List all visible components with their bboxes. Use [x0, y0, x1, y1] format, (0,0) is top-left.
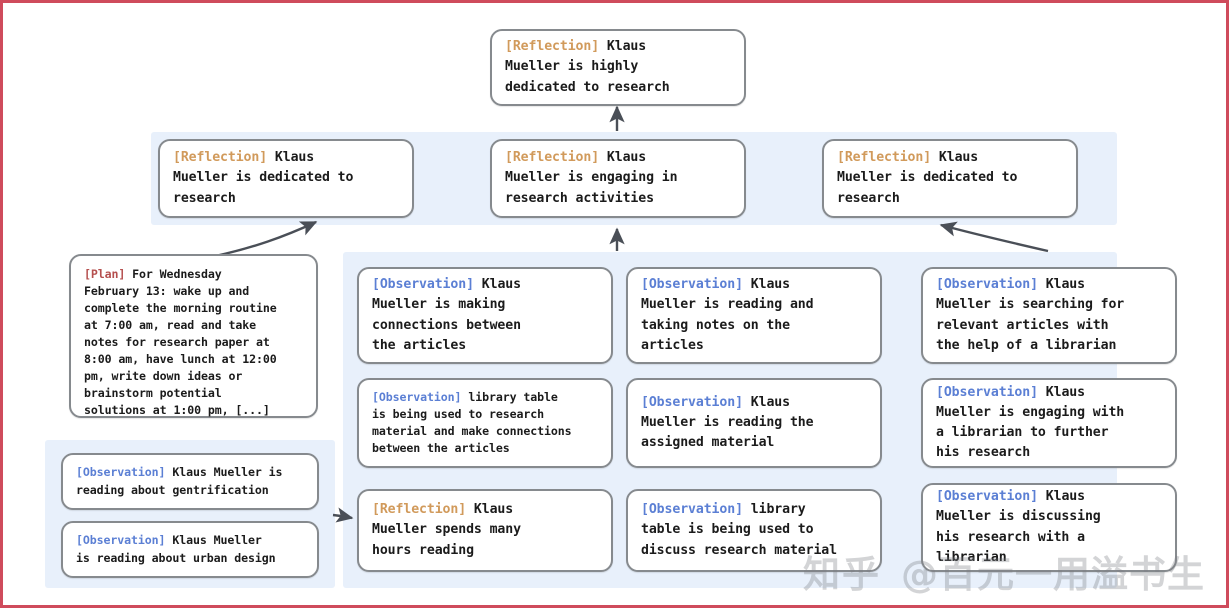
tag-observation: [Observation]: [76, 533, 166, 548]
node-text: [Observation] Klaus Mueller is reading a…: [76, 464, 283, 498]
tag-observation: [Observation]: [641, 394, 743, 410]
node-text: [Reflection] Klaus Mueller is engaging i…: [505, 148, 678, 208]
col2-node-2[interactable]: [Observation] Klaus Mueller is reading t…: [626, 378, 882, 468]
node-text: [Observation] Klaus Mueller is engaging …: [936, 383, 1124, 463]
node-body: Klaus Mueller is making connections betw…: [372, 277, 521, 353]
col3-node-1[interactable]: [Observation] Klaus Mueller is searching…: [921, 267, 1177, 364]
reflection-node-middle[interactable]: [Reflection] Klaus Mueller is engaging i…: [490, 139, 746, 218]
tag-observation: [Observation]: [76, 465, 166, 480]
tag-observation: [Observation]: [372, 389, 462, 404]
node-text: [Observation] Klaus Mueller is making co…: [372, 275, 521, 355]
node-text: [Observation] Klaus Mueller is reading a…: [641, 275, 814, 355]
node-body: Klaus Mueller is engaging in research ac…: [505, 150, 678, 206]
node-text: [Observation] Klaus Mueller is discussin…: [936, 487, 1101, 567]
node-text: [Reflection] Klaus Mueller is dedicated …: [837, 148, 1017, 208]
node-body: Klaus Mueller is highly dedicated to res…: [505, 39, 670, 95]
node-body: library table is being used to research …: [372, 389, 572, 456]
plan-node[interactable]: [Plan] For Wednesday February 13: wake u…: [69, 254, 318, 418]
node-body: Klaus Mueller is discussing his research…: [936, 489, 1101, 565]
tag-plan: [Plan]: [84, 267, 126, 281]
node-body: Klaus Mueller is dedicated to research: [173, 150, 354, 206]
node-body: Klaus Mueller is engaging with a librari…: [936, 384, 1125, 461]
node-body: Klaus Mueller is searching for relevant …: [936, 277, 1125, 353]
reflection-node-left[interactable]: [Reflection] Klaus Mueller is dedicated …: [158, 139, 414, 218]
node-body: Klaus Mueller is reading and taking note…: [641, 277, 814, 353]
tag-reflection: [Reflection]: [173, 150, 268, 166]
col3-node-2[interactable]: [Observation] Klaus Mueller is engaging …: [921, 378, 1177, 468]
node-body: Klaus Mueller is reading about urban des…: [76, 533, 276, 565]
node-text: [Reflection] Klaus Mueller is highly ded…: [505, 37, 670, 97]
col2-node-3[interactable]: [Observation] library table is being use…: [626, 489, 882, 572]
left-observation-node-1[interactable]: [Observation] Klaus Mueller is reading a…: [61, 453, 319, 510]
arrow-col3-to-right-reflection: [939, 221, 1049, 253]
node-body: Klaus Mueller is reading the assigned ma…: [641, 394, 814, 451]
left-observation-node-2[interactable]: [Observation] Klaus Mueller is reading a…: [61, 521, 319, 578]
node-text: [Reflection] Klaus Mueller is dedicated …: [173, 148, 353, 208]
node-text: [Reflection] Klaus Mueller spends many h…: [372, 500, 521, 560]
col1-node-1[interactable]: [Observation] Klaus Mueller is making co…: [357, 267, 613, 364]
node-text: [Observation] library table is being use…: [641, 500, 837, 560]
node-body: For Wednesday February 13: wake up and c…: [84, 267, 277, 418]
node-text: [Plan] For Wednesday February 13: wake u…: [84, 266, 277, 419]
tag-reflection: [Reflection]: [505, 39, 600, 55]
node-body: library table is being used to discuss r…: [641, 502, 837, 558]
reflection-node-right[interactable]: [Reflection] Klaus Mueller is dedicated …: [822, 139, 1078, 218]
tag-observation: [Observation]: [641, 502, 743, 518]
node-text: [Observation] Klaus Mueller is reading a…: [76, 532, 276, 566]
tag-observation: [Observation]: [936, 384, 1038, 400]
tag-observation: [Observation]: [936, 277, 1038, 293]
node-body: Klaus Mueller is reading about gentrific…: [76, 465, 283, 497]
node-body: Klaus Mueller is dedicated to research: [837, 150, 1018, 206]
node-text: [Observation] Klaus Mueller is searching…: [936, 275, 1124, 355]
col1-node-3[interactable]: [Reflection] Klaus Mueller spends many h…: [357, 489, 613, 572]
node-text: [Observation] Klaus Mueller is reading t…: [641, 393, 814, 453]
col1-node-2[interactable]: [Observation] library table is being use…: [357, 378, 613, 468]
node-text: [Observation] library table is being use…: [372, 389, 572, 457]
tag-reflection: [Reflection]: [372, 502, 467, 518]
tag-reflection: [Reflection]: [505, 150, 600, 166]
tag-observation: [Observation]: [641, 277, 743, 293]
tag-reflection: [Reflection]: [837, 150, 932, 166]
col2-node-1[interactable]: [Observation] Klaus Mueller is reading a…: [626, 267, 882, 364]
tag-observation: [Observation]: [936, 489, 1038, 505]
tag-observation: [Observation]: [372, 277, 474, 293]
col3-node-3[interactable]: [Observation] Klaus Mueller is discussin…: [921, 483, 1177, 572]
root-reflection-node[interactable]: [Reflection] Klaus Mueller is highly ded…: [490, 29, 746, 106]
node-body: Klaus Mueller spends many hours reading: [372, 502, 521, 558]
